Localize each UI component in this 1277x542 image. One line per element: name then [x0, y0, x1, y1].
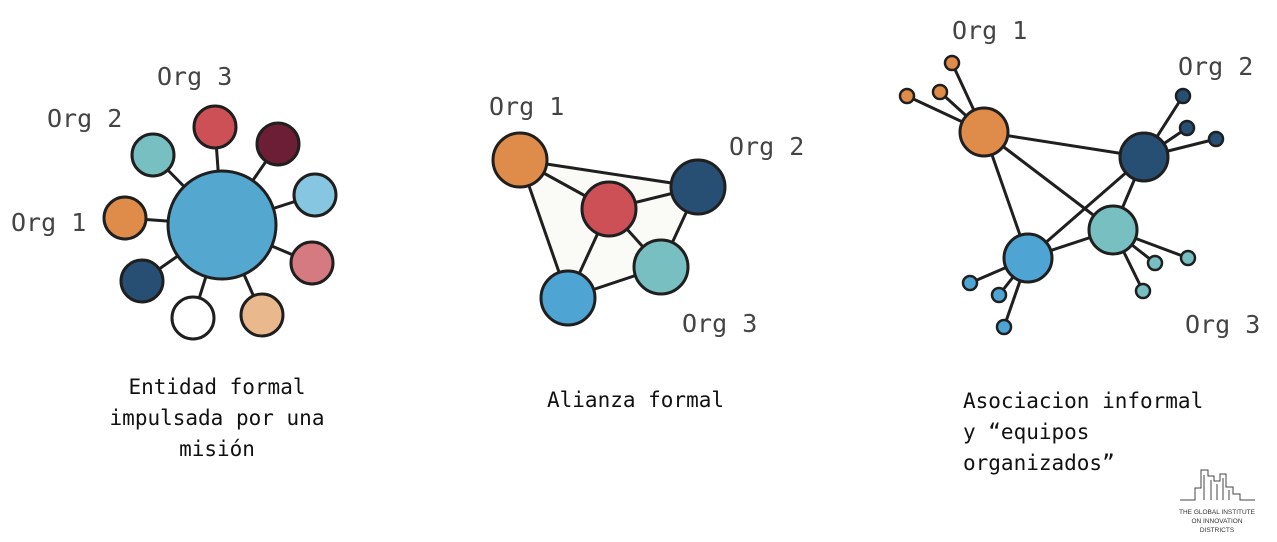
label-org2: Org 2 [1178, 52, 1253, 81]
diagram-formal-entity: Org 3 Org 2 Org 1 [11, 62, 338, 341]
label-org1: Org 1 [11, 208, 86, 237]
label-org3: Org 3 [682, 309, 757, 338]
label-org2: Org 2 [729, 132, 804, 161]
satellite-node [1179, 249, 1197, 267]
satellite-node [961, 274, 979, 292]
label-org3: Org 3 [157, 62, 232, 91]
satellite-node [995, 318, 1013, 336]
satellite-node [931, 83, 949, 101]
logo-text-line1: THE GLOBAL INSTITUTE [1179, 509, 1256, 516]
node [292, 172, 338, 218]
node-org3 [192, 104, 238, 150]
logo-text-line2: ON INNOVATION [1191, 518, 1242, 525]
node [1002, 232, 1054, 284]
node-org2 [1118, 131, 1170, 183]
caption-formal-alliance: Alianza formal [547, 388, 725, 412]
node-org2 [130, 132, 176, 178]
label-org3: Org 3 [1185, 310, 1260, 339]
node-org3 [1087, 204, 1139, 256]
label-org1: Org 1 [952, 16, 1027, 45]
diagram-informal-association: Org 1 Org 2 Org 3 [898, 16, 1260, 339]
diagram-formal-alliance: Org 1 Org 2 Org 3 [489, 92, 804, 338]
edge [983, 130, 1145, 159]
satellite-node [943, 54, 961, 72]
edge [983, 130, 1114, 232]
node-org3 [632, 238, 690, 296]
satellite-node [990, 286, 1008, 304]
node-org1 [958, 106, 1010, 158]
node-org1 [491, 131, 549, 189]
institute-logo: THE GLOBAL INSTITUTE ON INNOVATION DISTR… [1179, 469, 1256, 534]
node [539, 269, 597, 327]
satellite-node [1134, 282, 1152, 300]
node [119, 258, 165, 304]
satellite-node [1178, 119, 1196, 137]
satellite-node [898, 87, 916, 105]
caption-informal-association: Asociacion informal y “equipos organizad… [963, 389, 1204, 475]
satellite-node [1174, 87, 1192, 105]
edge [1027, 155, 1145, 260]
label-org2: Org 2 [47, 104, 122, 133]
label-org1: Org 1 [489, 92, 564, 121]
hub-node [166, 169, 278, 281]
satellite-node [1207, 130, 1225, 148]
satellite-node [1146, 254, 1164, 272]
caption-formal-entity: Entidad formal impulsada por una misión [109, 375, 325, 461]
node [255, 121, 301, 167]
node [170, 295, 216, 341]
node-org1 [102, 195, 148, 241]
logo-text-line3: DISTRICTS [1200, 527, 1235, 534]
node-org2 [669, 158, 727, 216]
node [289, 240, 335, 286]
node [580, 180, 638, 238]
edge [519, 158, 699, 189]
node [239, 292, 285, 338]
